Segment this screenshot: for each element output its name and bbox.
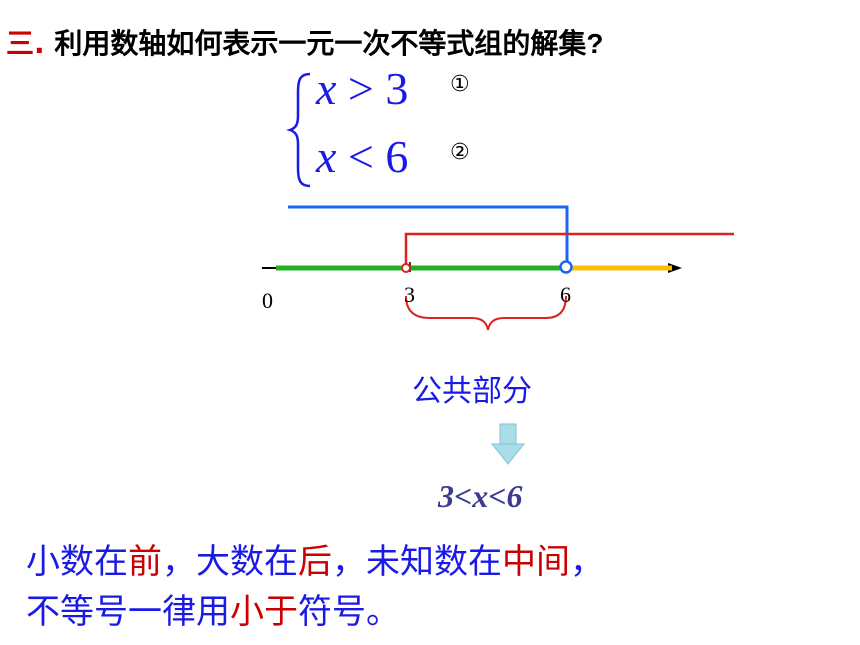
rule-highlight: 后 bbox=[298, 542, 332, 582]
rule-segment: ，未知数在 bbox=[332, 542, 502, 582]
rule-segment: 符号。 bbox=[298, 592, 400, 632]
title-question-mark: ? bbox=[586, 28, 604, 59]
rule-highlight: 前 bbox=[128, 542, 162, 582]
rule-highlight: 小于 bbox=[230, 592, 298, 632]
inequality-1: x > 3 bbox=[316, 63, 409, 114]
system-brace bbox=[286, 72, 311, 188]
solution-set: 3<x<6 bbox=[438, 478, 523, 514]
page-title: 三. 利用数轴如何表示一元一次不等式组的解集? bbox=[6, 22, 604, 62]
section-number: 三. bbox=[6, 27, 45, 60]
rule-line-2: 不等号一律用小于符号。 bbox=[26, 584, 400, 633]
open-circle-3 bbox=[401, 263, 411, 273]
inequality-2-mark: ② bbox=[450, 140, 470, 165]
open-circle-6 bbox=[559, 260, 573, 274]
rule-segment: 小数在 bbox=[26, 542, 128, 582]
red-solution-line bbox=[404, 232, 734, 264]
rule-highlight: 中间 bbox=[502, 542, 570, 582]
inequality-1-mark: ① bbox=[450, 72, 470, 97]
rule-segment: 不等号一律用 bbox=[26, 592, 230, 632]
tick-label-6: 6 bbox=[560, 282, 571, 307]
tick-label-3: 3 bbox=[404, 282, 415, 307]
title-text: 利用数轴如何表示一元一次不等式组的解集 bbox=[54, 27, 587, 60]
common-part-brace bbox=[405, 295, 567, 331]
rule-segment: ，大数在 bbox=[162, 542, 298, 582]
inequality-2: x < 6 bbox=[316, 131, 409, 182]
rule-segment: ， bbox=[570, 542, 604, 582]
tick-label-0: 0 bbox=[262, 288, 273, 313]
blue-solution-line bbox=[288, 205, 569, 262]
common-part-label: 公共部分 bbox=[412, 374, 532, 409]
rule-line-1: 小数在前，大数在后，未知数在中间， bbox=[26, 534, 604, 583]
down-arrow bbox=[490, 423, 526, 465]
